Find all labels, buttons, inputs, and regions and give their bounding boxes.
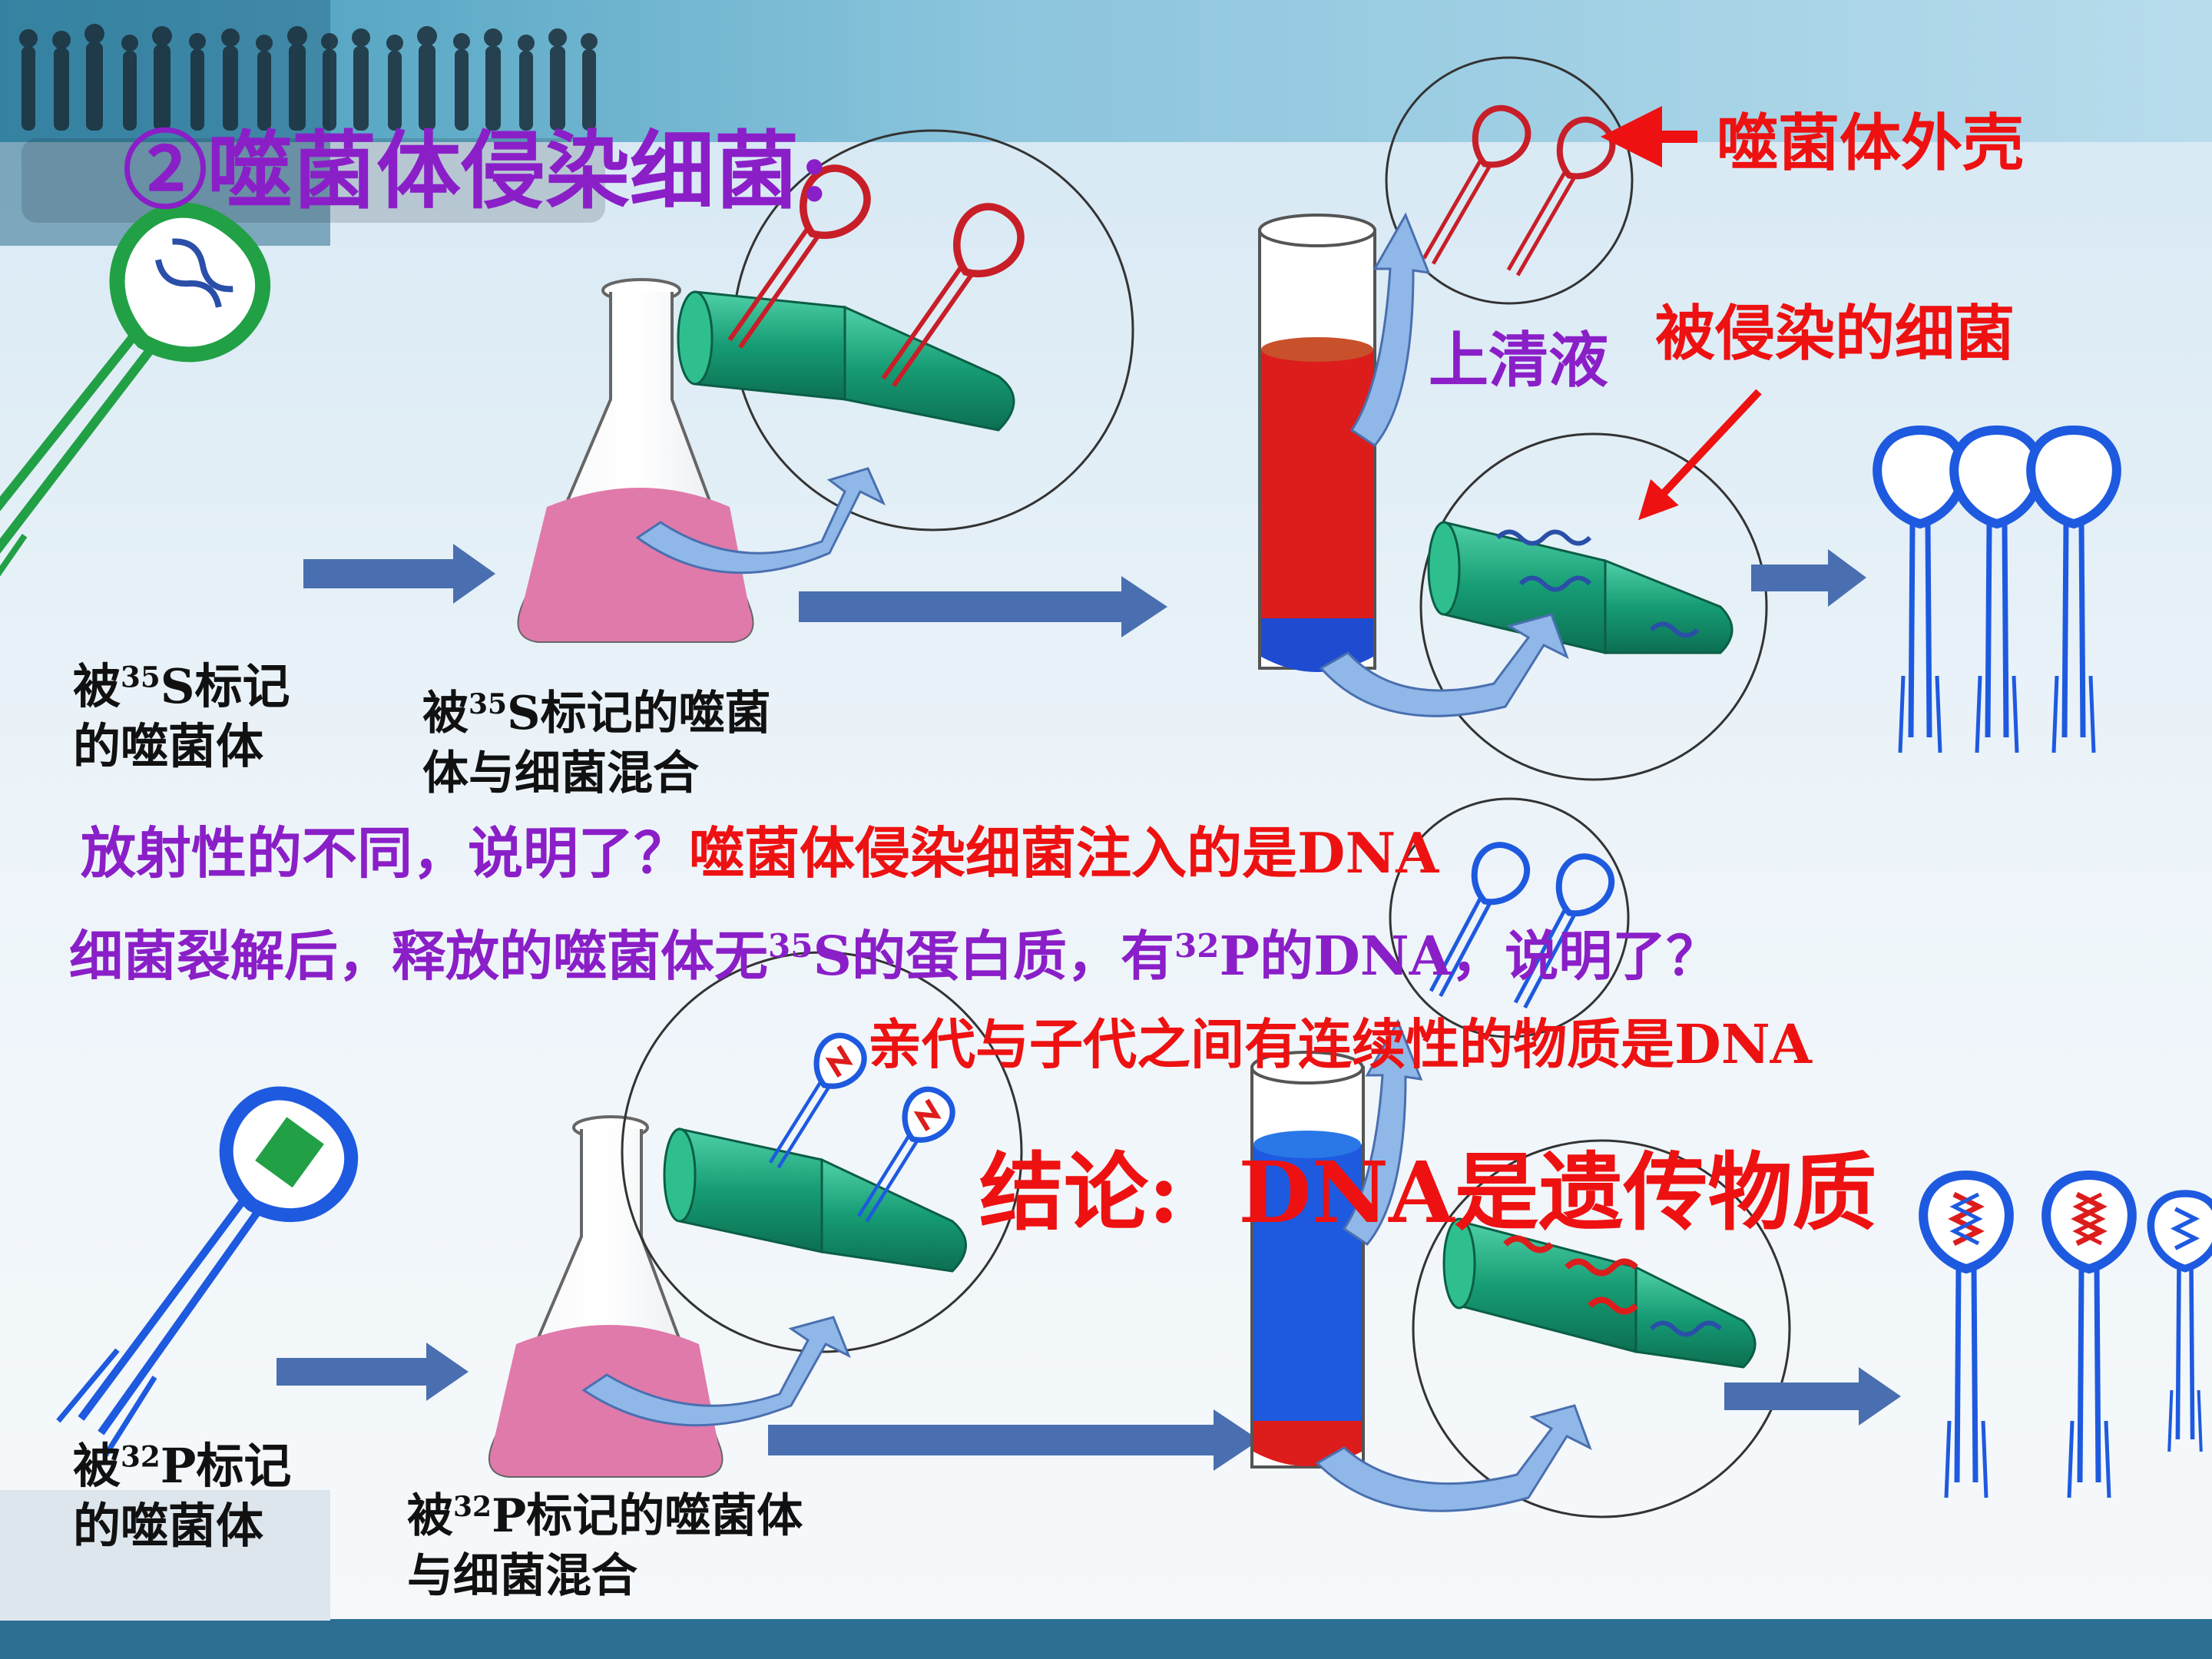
question-1-text: 放射性的不同，说明了？ [81, 820, 689, 886]
question-2: 细菌裂解后，释放的噬菌体无35S的蛋白质，有32P的DNA，说明了？ [69, 926, 1720, 988]
s35-phage-post: S标记 [161, 658, 290, 714]
question-2-iso-32: 32 [1174, 927, 1219, 965]
conclusion: 结论: DNA是遗传物质 [979, 1144, 1877, 1242]
test-tube-top [1260, 215, 1375, 672]
label-supernatant: 上清液 [1429, 326, 1608, 396]
footer-band [0, 1619, 2212, 1659]
question-2-part-e: P的DNA，说明了？ [1219, 924, 1720, 988]
s35-phage-line2: 的噬菌体 [73, 718, 263, 774]
question-2-part-a: 细菌裂解后，释放的噬菌体无 [69, 924, 768, 988]
s35-phage-pre: 被 [73, 658, 121, 714]
answer-2: 亲代与子代之间有连续性的物质是DNA [868, 1014, 1812, 1076]
p32-mix-pre: 被 [407, 1489, 453, 1543]
question-2-iso-35: 35 [768, 927, 813, 965]
p32-phage-iso: 32 [121, 1440, 161, 1474]
question-1: 放射性的不同，说明了？噬菌体侵染细菌注入的是DNA [81, 822, 1439, 886]
p32-mix-post: P标记的噬菌体 [492, 1489, 803, 1543]
s35-mix-pre: 被 [422, 687, 469, 740]
test-tube-bottom [1252, 1052, 1363, 1467]
label-phage-shell: 噬菌体外壳 [1717, 108, 2024, 178]
label-s35-phage: 被35S标记 的噬菌体 [73, 657, 290, 776]
s35-mix-iso: 35 [469, 688, 507, 720]
p32-phage-pre: 被 [73, 1438, 121, 1494]
label-p32-phage: 被32P标记 的噬菌体 [73, 1436, 291, 1555]
label-s35-mix: 被35S标记的噬菌 体与细菌混合 [422, 684, 770, 803]
question-2-part-c: S的蛋白质，有 [813, 924, 1174, 988]
question-1-answer: 噬菌体侵染细菌注入的是DNA [689, 820, 1439, 886]
p32-phage-post: P标记 [161, 1438, 292, 1494]
conclusion-value: DNA是遗传物质 [1238, 1143, 1876, 1242]
conclusion-label: 结论: [979, 1143, 1180, 1242]
p32-mix-line2: 与细菌混合 [407, 1549, 637, 1603]
p32-phage-line2: 的噬菌体 [73, 1498, 263, 1554]
s35-mix-post: S标记的噬菌 [507, 687, 770, 740]
label-p32-mix: 被32P标记的噬菌体 与细菌混合 [407, 1486, 803, 1606]
label-infected-bacteria: 被侵染的细菌 [1655, 300, 2015, 369]
p32-mix-iso: 32 [453, 1491, 492, 1523]
slide-title: ②噬菌体侵染细菌: [123, 123, 830, 220]
s35-phage-iso: 35 [121, 661, 161, 694]
s35-mix-line2: 体与细菌混合 [422, 747, 699, 800]
